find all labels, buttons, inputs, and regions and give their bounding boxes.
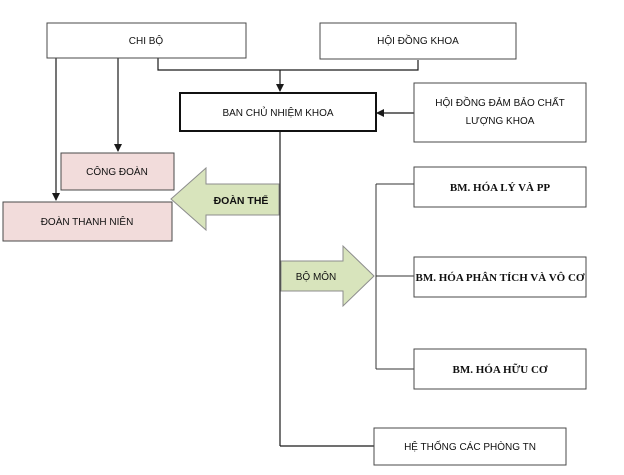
connector-chibo-merge <box>157 57 280 71</box>
node-bm-hoa-huu-co: BM. HÓA HỮU CƠ <box>413 348 587 390</box>
node-bm-hoa-phan-tich: BM. HÓA PHÂN TÍCH VÀ VÔ CƠ <box>413 256 587 298</box>
cong-doan-label: CÔNG ĐOÀN <box>86 165 148 178</box>
bm-hoa-ly-label: BM. HÓA LÝ VÀ PP <box>450 182 551 194</box>
hoi-dong-dbcl-line1: HỘI ĐỒNG ĐẢM BẢO CHẤT <box>435 96 564 109</box>
node-doan-thanh-nien: ĐOÀN THANH NIÊN <box>2 201 173 242</box>
node-hoi-dong-dbcl: HỘI ĐỒNG ĐẢM BẢO CHẤT LƯỢNG KHOA <box>413 82 587 143</box>
bo-mon-label: BỘ MÔN <box>296 270 337 283</box>
connector-hdkhoa-merge <box>280 60 419 71</box>
hoi-dong-khoa-label: HỘI ĐỒNG KHOA <box>377 34 459 47</box>
bm-hoa-phan-tich-label: BM. HÓA PHÂN TÍCH VÀ VÔ CƠ <box>416 271 585 284</box>
he-thong-phong-tn-label: HỆ THỐNG CÁC PHÒNG TN <box>404 439 536 453</box>
node-bm-hoa-ly: BM. HÓA LÝ VÀ PP <box>413 166 587 208</box>
node-he-thong-phong-tn: HỆ THỐNG CÁC PHÒNG TN <box>373 427 567 466</box>
doan-the-label: ĐOÀN THỂ <box>214 194 269 207</box>
chi-bo-label: CHI BỘ <box>129 34 164 47</box>
arrow-bo-mon: BỘ MÔN <box>280 244 375 308</box>
ban-chu-nhiem-label: BAN CHỦ NHIỆM KHOA <box>222 106 333 119</box>
node-hoi-dong-khoa: HỘI ĐỒNG KHOA <box>319 22 517 60</box>
hoi-dong-dbcl-line2: LƯỢNG KHOA <box>466 116 535 127</box>
node-cong-doan: CÔNG ĐOÀN <box>60 152 175 191</box>
node-ban-chu-nhiem-khoa: BAN CHỦ NHIỆM KHOA <box>179 92 377 132</box>
doan-thanh-nien-label: ĐOÀN THANH NIÊN <box>41 215 134 228</box>
node-chi-bo: CHI BỘ <box>46 22 247 59</box>
arrow-doan-the: ĐOÀN THỂ <box>170 166 280 232</box>
bm-hoa-huu-co-label: BM. HÓA HỮU CƠ <box>453 363 548 376</box>
